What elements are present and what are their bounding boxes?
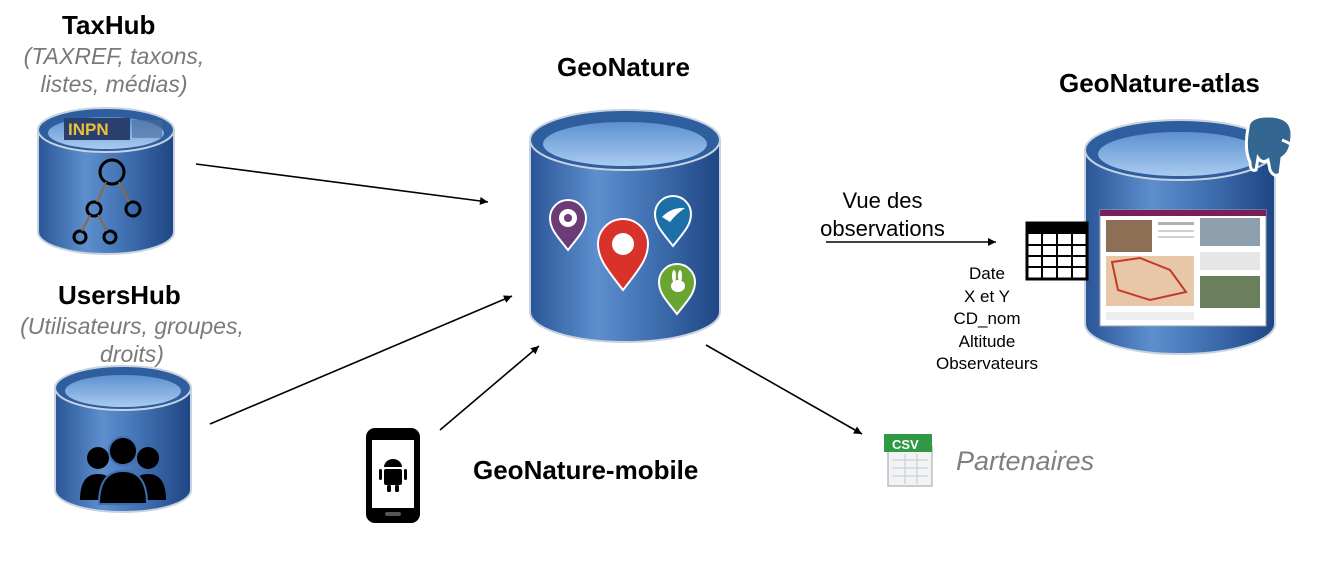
csv-file-icon: CSV	[884, 434, 933, 487]
users-group-icon	[80, 436, 166, 505]
taxhub-subtitle: (TAXREF, taxons, listes, médias)	[8, 42, 220, 98]
geonature-title: GeoNature	[557, 52, 690, 82]
android-logo-icon	[379, 459, 407, 492]
usershub-database-icon	[54, 365, 192, 513]
flow-arrows	[195, 163, 996, 435]
usershub-subtitle-line1: (Utilisateurs, groupes,	[20, 313, 244, 339]
view-field-item: X et Y	[964, 286, 1010, 306]
observations-view-label: Vue des observations	[810, 187, 955, 243]
taxhub-subtitle-line1: (TAXREF, taxons,	[23, 43, 205, 69]
view-field-item: Date	[969, 264, 1005, 283]
svg-text:CSV: CSV	[892, 437, 919, 452]
taxonomy-tree-icon	[72, 158, 142, 245]
arrow-taxhub-to-geonature	[195, 163, 489, 205]
usershub-title: UsersHub	[58, 280, 181, 310]
geonature-atlas-title: GeoNature-atlas	[1059, 68, 1260, 98]
observations-view-line2: observations	[820, 216, 945, 241]
taxhub-title: TaxHub	[62, 10, 156, 40]
arrow-usershub-to-geonature	[209, 295, 513, 425]
partners-label: Partenaires	[956, 446, 1095, 476]
view-field-item: Observateurs	[935, 354, 1039, 373]
arrow-mobile-to-geonature	[439, 345, 540, 431]
flora-pin-icon	[548, 199, 588, 252]
geonature-mobile-title: GeoNature-mobile	[473, 455, 699, 485]
usershub-subtitle-line2: droits)	[100, 341, 164, 367]
postgresql-icon	[1244, 114, 1300, 177]
location-pin-icon	[596, 218, 650, 292]
fauna-pin-icon	[657, 263, 697, 316]
arrow-geonature-to-partners	[705, 344, 863, 435]
view-field-item: CD_nom	[953, 309, 1021, 328]
table-grid-icon	[1025, 221, 1089, 281]
inpn-logo: INPN	[64, 118, 162, 140]
taxhub-subtitle-line2: listes, médias)	[40, 71, 188, 97]
android-phone-icon	[366, 428, 420, 523]
view-field-item: Altitude	[958, 331, 1016, 351]
view-fields-list: Date X et Y CD_nom Altitude Observateurs	[922, 263, 1052, 376]
bird-pin-icon	[653, 195, 693, 248]
observations-view-line1: Vue des	[842, 188, 923, 213]
svg-text:INPN: INPN	[68, 120, 109, 139]
atlas-website-thumbnail	[1099, 209, 1267, 327]
usershub-subtitle: (Utilisateurs, groupes, droits)	[4, 312, 260, 368]
geonature-database-icon	[529, 109, 721, 343]
taxhub-database-icon: INPN	[37, 107, 175, 255]
geonature-atlas-database-icon	[1084, 114, 1300, 355]
